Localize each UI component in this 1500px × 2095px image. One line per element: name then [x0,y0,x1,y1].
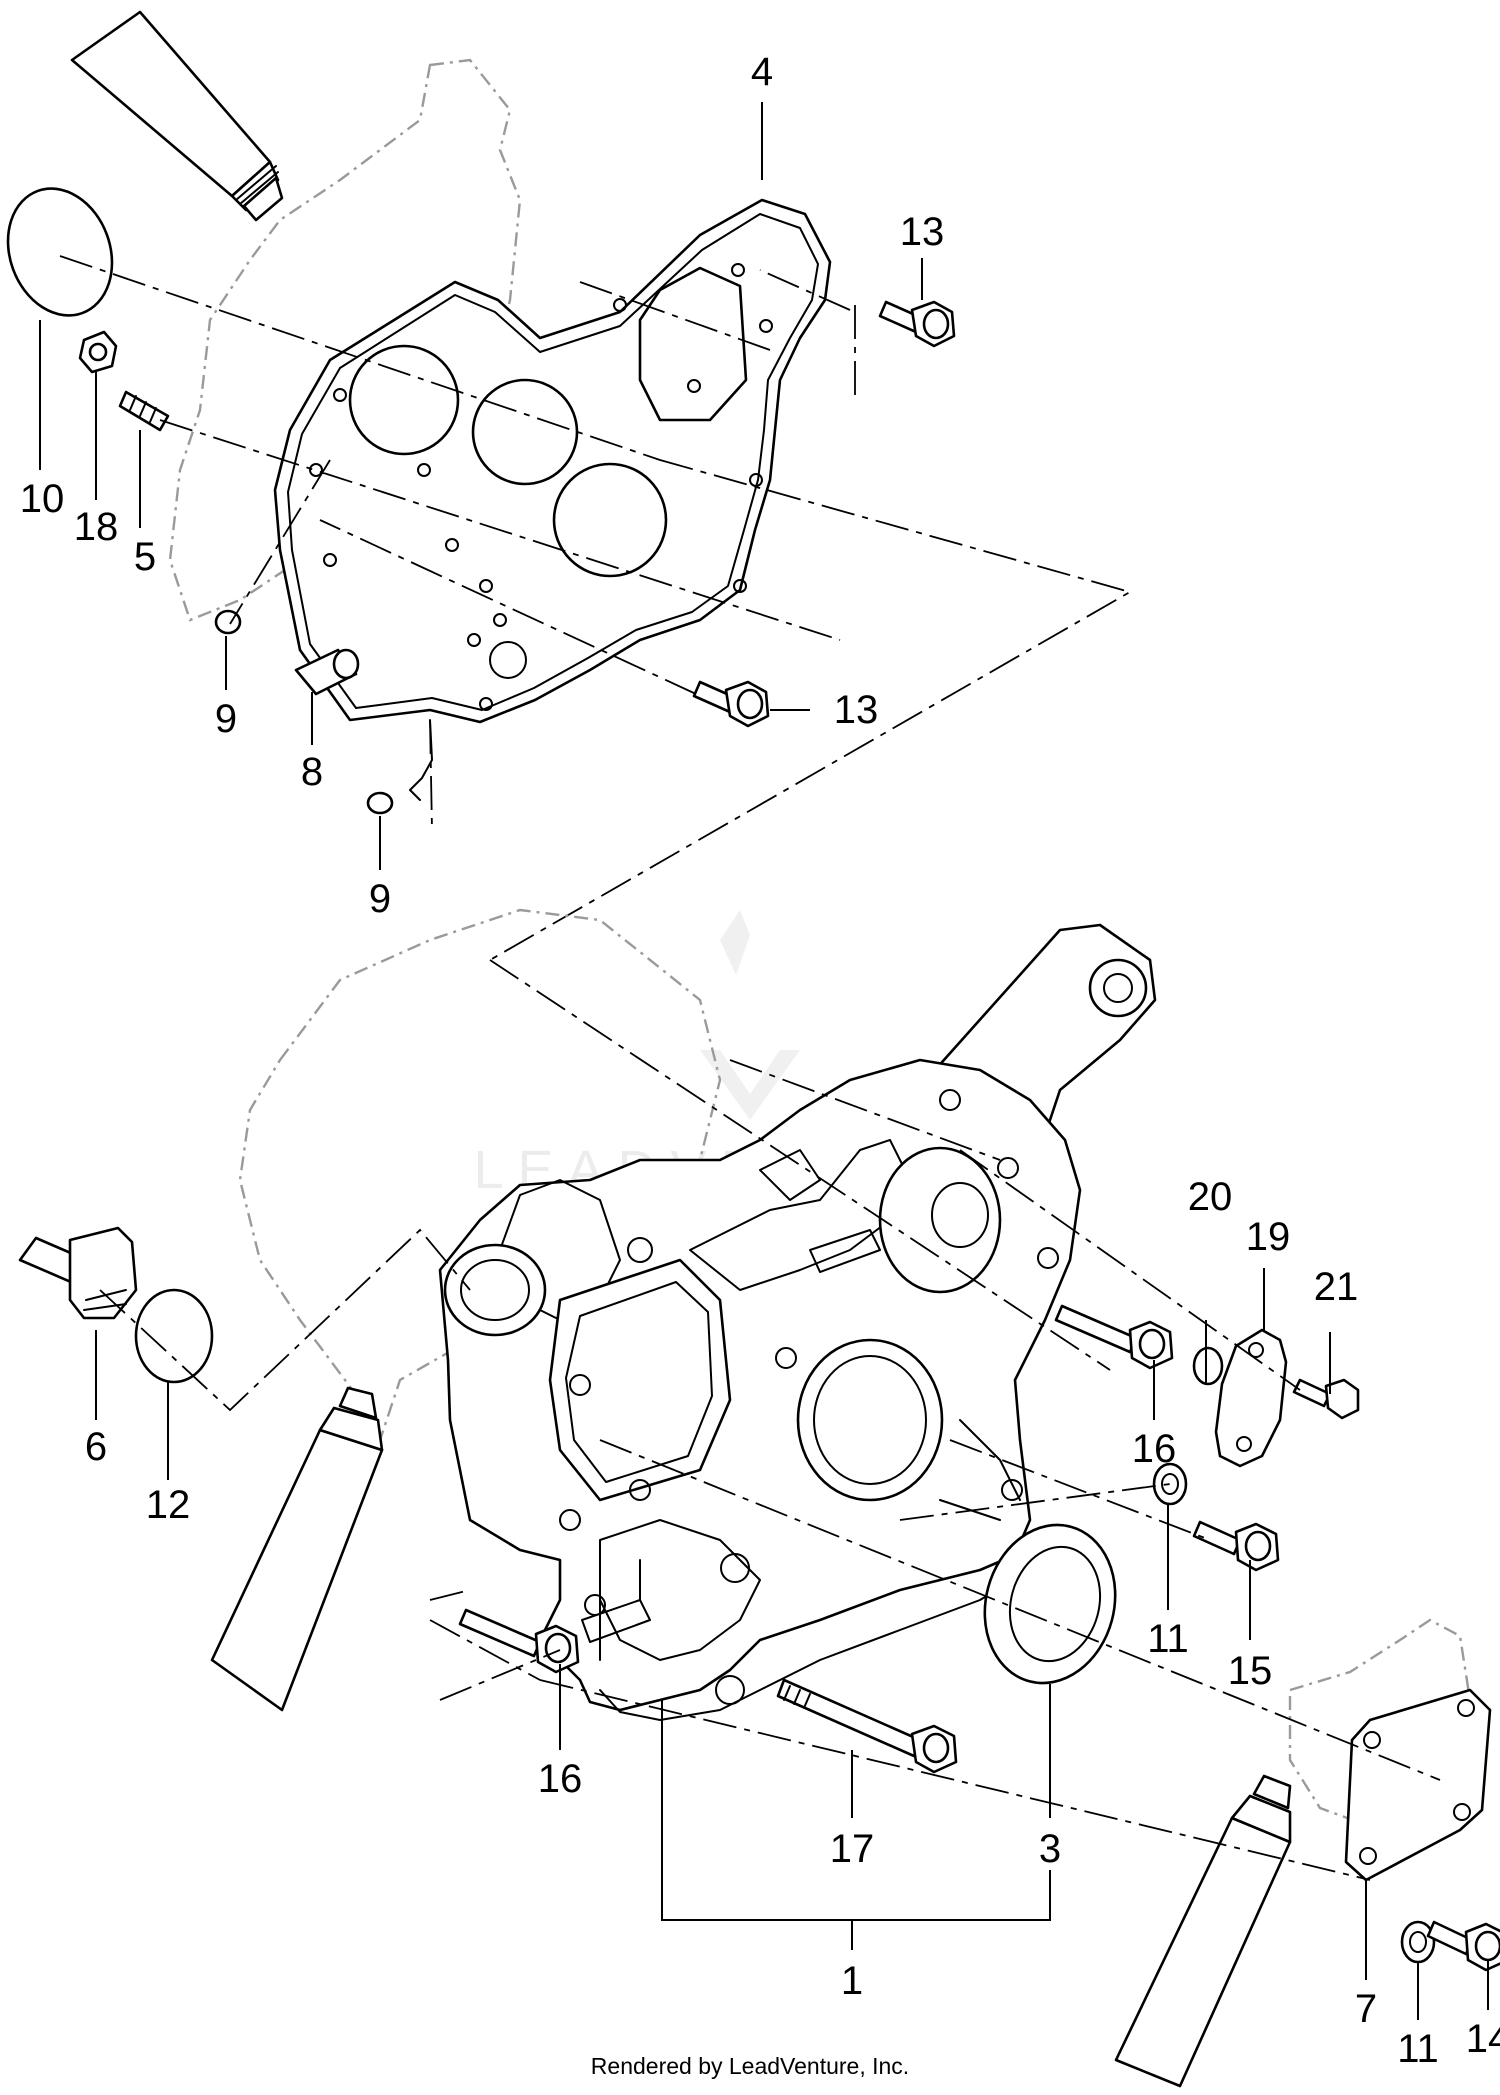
callout-14: 14 [1466,2017,1500,2061]
part-19-cover-plate [1214,1328,1288,1468]
callout-6: 6 [85,1425,107,1469]
part-21-bolt [1292,1378,1360,1420]
lower-assembly [18,908,1500,2088]
callout-17: 17 [830,1827,875,1871]
part-4-gasket [273,198,832,801]
part-3-oil-seal [983,1523,1117,1685]
lower-alignment-lines [99,959,1441,1881]
callout-11-middle: 11 [1147,1617,1189,1661]
callout-16-left: 16 [538,1757,583,1801]
part-11-washer-bottom [1400,1920,1436,1964]
part-10-o-ring [6,187,114,317]
callout-19: 19 [1246,1215,1291,1259]
part-18-nut [78,330,118,374]
upper-alignment-lines [59,255,1133,961]
callout-11-bottom: 11 [1397,2027,1439,2071]
callout-9-lower: 9 [369,877,391,921]
part-7-cover-plate [1344,1688,1492,1882]
callout-1: 1 [841,1959,863,2003]
part-11-washer-middle [1152,1462,1188,1506]
ghost-outline-upper [168,58,522,622]
upper-assembly [6,10,1133,961]
part-16-bolt-right [1054,1304,1174,1370]
sealant-tube-bottom [1114,1774,1292,2088]
footer-credit: Rendered by LeadVenture, Inc. [591,2053,909,2079]
leader-lines [39,102,1489,2020]
callout-10: 10 [20,477,65,521]
part-14-bolt [1426,1920,1500,1972]
callout-4: 4 [751,50,773,94]
part-16-bolt-left [458,1608,580,1674]
callout-13-middle: 13 [834,688,879,732]
callout-15: 15 [1228,1649,1273,1693]
callout-3: 3 [1039,1827,1061,1871]
callout-20: 20 [1188,1175,1233,1219]
part-15-bolt [1192,1520,1280,1572]
sealant-tube-top [70,10,284,222]
callout-9-upper: 9 [215,697,237,741]
part-6-oil-filler-cap [18,1226,138,1320]
sealant-tube-middle [210,1386,384,1712]
part-13-bolt-top [878,300,956,348]
part-5-stud [118,390,170,432]
part-13-bolt-middle [692,680,770,728]
callout-16-right: 16 [1132,1427,1177,1471]
callout-5: 5 [134,535,156,579]
callout-18: 18 [74,505,119,549]
part-17-long-bolt [776,1678,958,1774]
ghost-outline-lower [238,908,722,1444]
callout-8: 8 [301,750,323,794]
part-20-o-ring [1192,1346,1224,1386]
callout-labels: 4 13 13 10 18 5 9 8 9 6 12 16 20 19 21 1… [20,50,1500,2071]
callout-13-top: 13 [900,210,945,254]
callout-7: 7 [1355,1987,1377,2031]
callout-12: 12 [146,1483,191,1527]
callout-21: 21 [1314,1265,1359,1309]
part-12-seal [134,1288,214,1384]
part-8-dowel [294,648,360,696]
part-9-o-ring-lower [366,791,394,815]
